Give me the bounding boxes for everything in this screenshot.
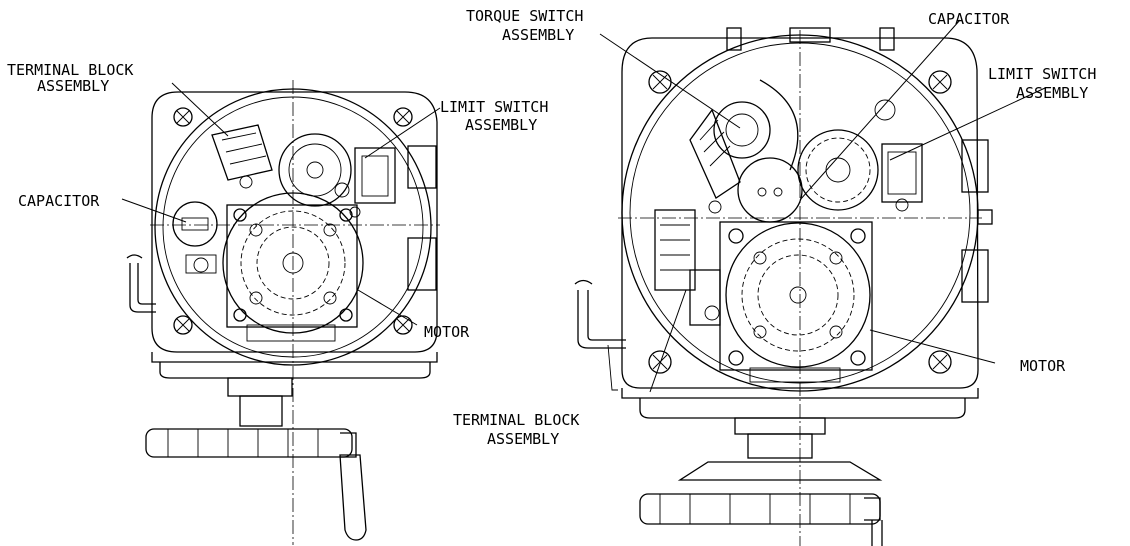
- right-actuator-view: [574, 27, 993, 546]
- label-right-limit-switch-line1: LIMIT SWITCH: [988, 65, 1096, 83]
- right-side-lever: [574, 279, 626, 349]
- label-right-terminal-block-line2: ASSEMBLY: [487, 430, 559, 448]
- label-right-motor: MOTOR: [1020, 357, 1066, 375]
- right-capacitor: [737, 157, 803, 223]
- label-left-motor: MOTOR: [424, 323, 470, 341]
- leader-lines: [121, 19, 1046, 393]
- left-side-boss-upper: [407, 145, 437, 189]
- left-side-lever: [126, 254, 156, 313]
- right-limit-switch-parts: [797, 99, 923, 212]
- left-housing: [151, 91, 438, 353]
- left-base: [151, 352, 438, 379]
- right-terminal-block: [654, 200, 722, 326]
- left-terminal-block: [211, 124, 273, 189]
- left-handwheel: [145, 377, 367, 541]
- label-right-terminal-block-line1: TERMINAL BLOCK: [453, 411, 579, 429]
- label-left-terminal-block-line1: TERMINAL BLOCK: [7, 61, 133, 79]
- label-right-torque-switch-line1: TORQUE SWITCH: [466, 7, 583, 25]
- left-motor: [222, 192, 364, 342]
- right-corner-bolts: [648, 70, 952, 374]
- right-torque-switch-parts: [689, 79, 799, 199]
- label-right-limit-switch-line2: ASSEMBLY: [1016, 84, 1088, 102]
- left-limit-switch-parts: [278, 133, 396, 218]
- label-left-capacitor: CAPACITOR: [18, 192, 100, 210]
- labels: TERMINAL BLOCK ASSEMBLY LIMIT SWITCH ASS…: [7, 7, 1096, 448]
- label-left-limit-switch-line1: LIMIT SWITCH: [440, 98, 548, 116]
- left-corner-bolts: [173, 107, 413, 335]
- label-left-terminal-block-line2: ASSEMBLY: [37, 77, 109, 95]
- right-housing: [621, 37, 979, 389]
- left-actuator-view: [126, 80, 440, 545]
- label-right-torque-switch-line2: ASSEMBLY: [502, 26, 574, 44]
- left-crank-handle: [339, 454, 367, 541]
- label-right-capacitor: CAPACITOR: [928, 10, 1010, 28]
- label-left-limit-switch-line2: ASSEMBLY: [465, 116, 537, 134]
- left-capacitor: [172, 201, 218, 274]
- left-side-boss-lower: [407, 237, 437, 291]
- right-motor: [719, 221, 873, 383]
- right-handwheel: [639, 417, 883, 546]
